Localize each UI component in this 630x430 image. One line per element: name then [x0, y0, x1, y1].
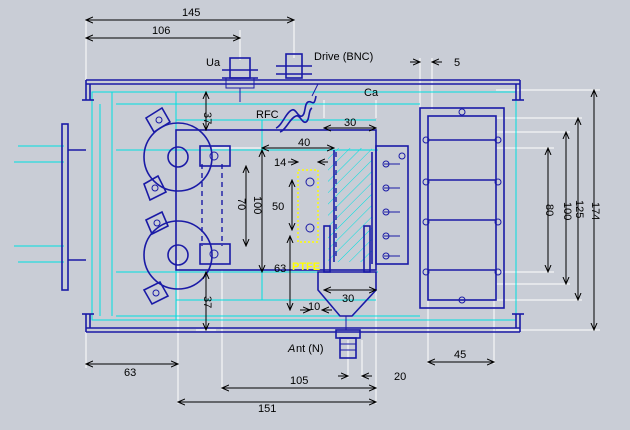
center-cavity [175, 129, 377, 359]
coupling-plate [375, 145, 409, 265]
dim-5: 5 [454, 57, 460, 69]
dim-80: 80 [543, 204, 555, 216]
dim-14: 14 [274, 157, 286, 169]
label-rfc: RFC [256, 109, 279, 121]
dim-20: 20 [394, 371, 406, 383]
dim-10: 10 [308, 301, 320, 313]
label-drive-bnc: Drive (BNC) [314, 51, 373, 63]
dim-100-left: 100 [251, 196, 263, 214]
label-ant-n: nt (N) [296, 343, 324, 355]
dim-70: 70 [235, 198, 247, 210]
dim-50: 50 [272, 201, 284, 213]
dimension-lines [86, 20, 594, 402]
window-frame [419, 107, 505, 309]
dim-174: 174 [589, 202, 601, 220]
cavity-lines [14, 91, 517, 321]
dim-37-top: 37 [201, 112, 213, 124]
dim-45: 45 [454, 349, 466, 361]
label-ptfe: PTFE [292, 261, 320, 273]
dim-145: 145 [182, 7, 200, 19]
top-connectors [222, 53, 319, 133]
tuning-gears [142, 106, 231, 306]
label-ua: Ua [206, 57, 221, 69]
dim-37-bottom: 37 [201, 296, 213, 308]
dim-40: 40 [298, 137, 310, 149]
dim-30-top: 30 [344, 117, 356, 129]
label-ca: Ca [364, 87, 379, 99]
ptfe-block [297, 169, 319, 243]
dim-106: 106 [152, 25, 170, 37]
dim-151: 151 [258, 403, 276, 415]
dim-30-bottom: 30 [342, 293, 354, 305]
label-ant-a: A [287, 343, 295, 355]
dim-63-mid: 63 [274, 263, 286, 275]
housing [61, 79, 524, 333]
dim-125: 125 [573, 200, 585, 218]
dim-100-right: 100 [561, 202, 573, 220]
dim-63-bottom: 63 [124, 367, 136, 379]
dim-105: 105 [290, 375, 308, 387]
